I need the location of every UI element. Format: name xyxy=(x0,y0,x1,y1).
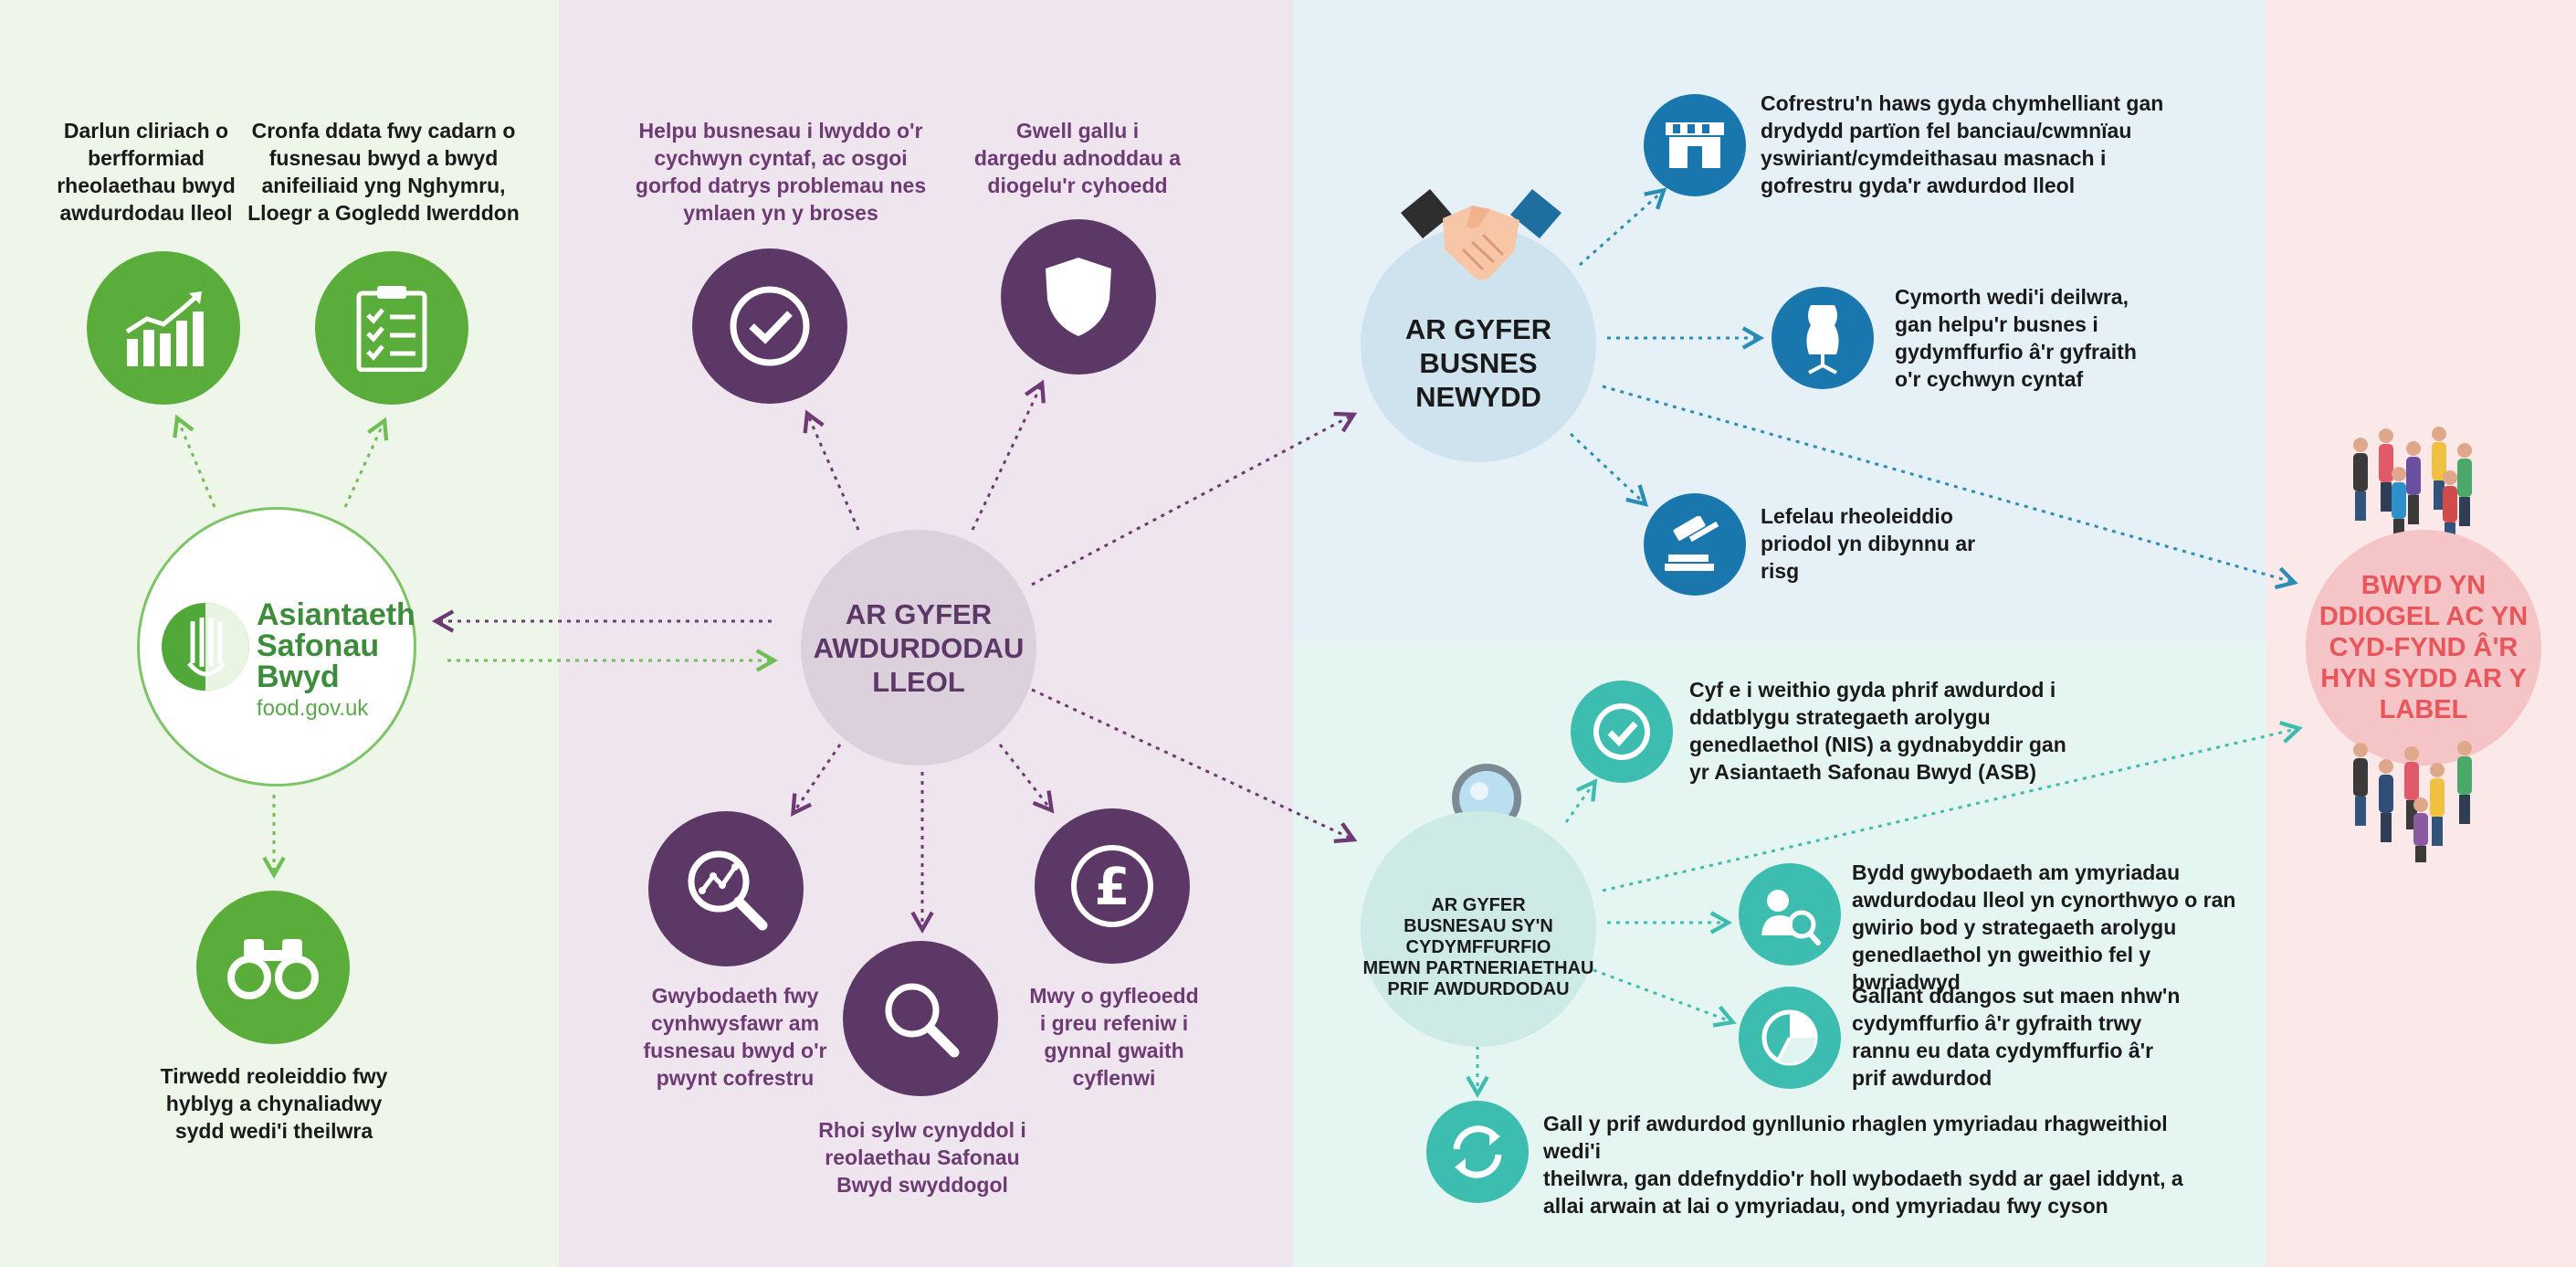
check-badge-icon xyxy=(1571,681,1673,783)
person-search-icon xyxy=(1739,863,1841,966)
new-business-support-text: Cymorth wedi'i deilwra,gan helpu'r busne… xyxy=(1895,285,2137,391)
handshake-icon xyxy=(1401,189,1561,280)
people-group-icon xyxy=(2353,427,2472,550)
binoculars-icon xyxy=(196,891,350,1044)
cycle-arrows-icon xyxy=(1426,1101,1529,1203)
pie-chart-icon xyxy=(1739,987,1841,1089)
shop-icon xyxy=(1644,94,1746,196)
growth-chart-icon xyxy=(87,251,240,405)
fsa-logo-mark xyxy=(162,603,249,691)
pound-icon: £ xyxy=(1035,808,1190,964)
shield-icon xyxy=(1001,219,1156,375)
gavel-icon xyxy=(1644,493,1746,596)
checkmark-icon xyxy=(692,248,847,404)
analytics-search-icon xyxy=(648,811,804,966)
logo-url[interactable]: food.gov.uk xyxy=(257,696,369,721)
partnership-programme-text: Gall y prif awdurdod gynllunio rhaglen y… xyxy=(1543,1112,2183,1218)
svg-text:£: £ xyxy=(1095,858,1130,917)
dress-form-icon xyxy=(1772,287,1874,389)
magnifier-icon xyxy=(843,941,998,1096)
checklist-icon xyxy=(315,251,468,405)
people-group-icon xyxy=(2353,741,2472,862)
